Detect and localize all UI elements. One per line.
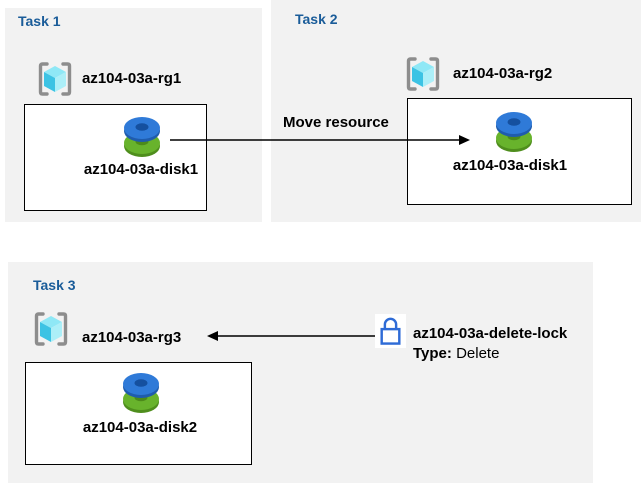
lock-name-label: az104-03a-delete-lock: [413, 325, 568, 342]
task3-title: Task 3: [33, 277, 76, 293]
lock-plate: [375, 314, 406, 348]
resource-group-icon: [34, 312, 68, 346]
task2-disk-label: az104-03a-disk1: [452, 157, 568, 174]
resource-group-icon: [38, 62, 72, 96]
lock-type-value: Delete: [456, 345, 500, 362]
task1-disk-label: az104-03a-disk1: [83, 161, 199, 178]
lock-type-label: Type: Delete: [413, 345, 499, 362]
lock-type-key: Type:: [413, 345, 452, 362]
task1-title: Task 1: [18, 13, 61, 29]
task3-resource-group-label: az104-03a-rg3: [82, 329, 182, 346]
resource-group-icon: [406, 57, 440, 91]
task1-resource-group-label: az104-03a-rg1: [82, 70, 182, 87]
task1-disk-box: [24, 104, 207, 211]
disk-icon: [123, 373, 159, 413]
move-resource-label: Move resource: [283, 114, 389, 131]
disk-icon: [124, 117, 160, 157]
disk-icon: [496, 112, 532, 152]
lock-icon: [380, 317, 401, 345]
task2-resource-group-label: az104-03a-rg2: [453, 65, 553, 82]
task3-disk-label: az104-03a-disk2: [82, 419, 198, 436]
task2-title: Task 2: [295, 11, 338, 27]
